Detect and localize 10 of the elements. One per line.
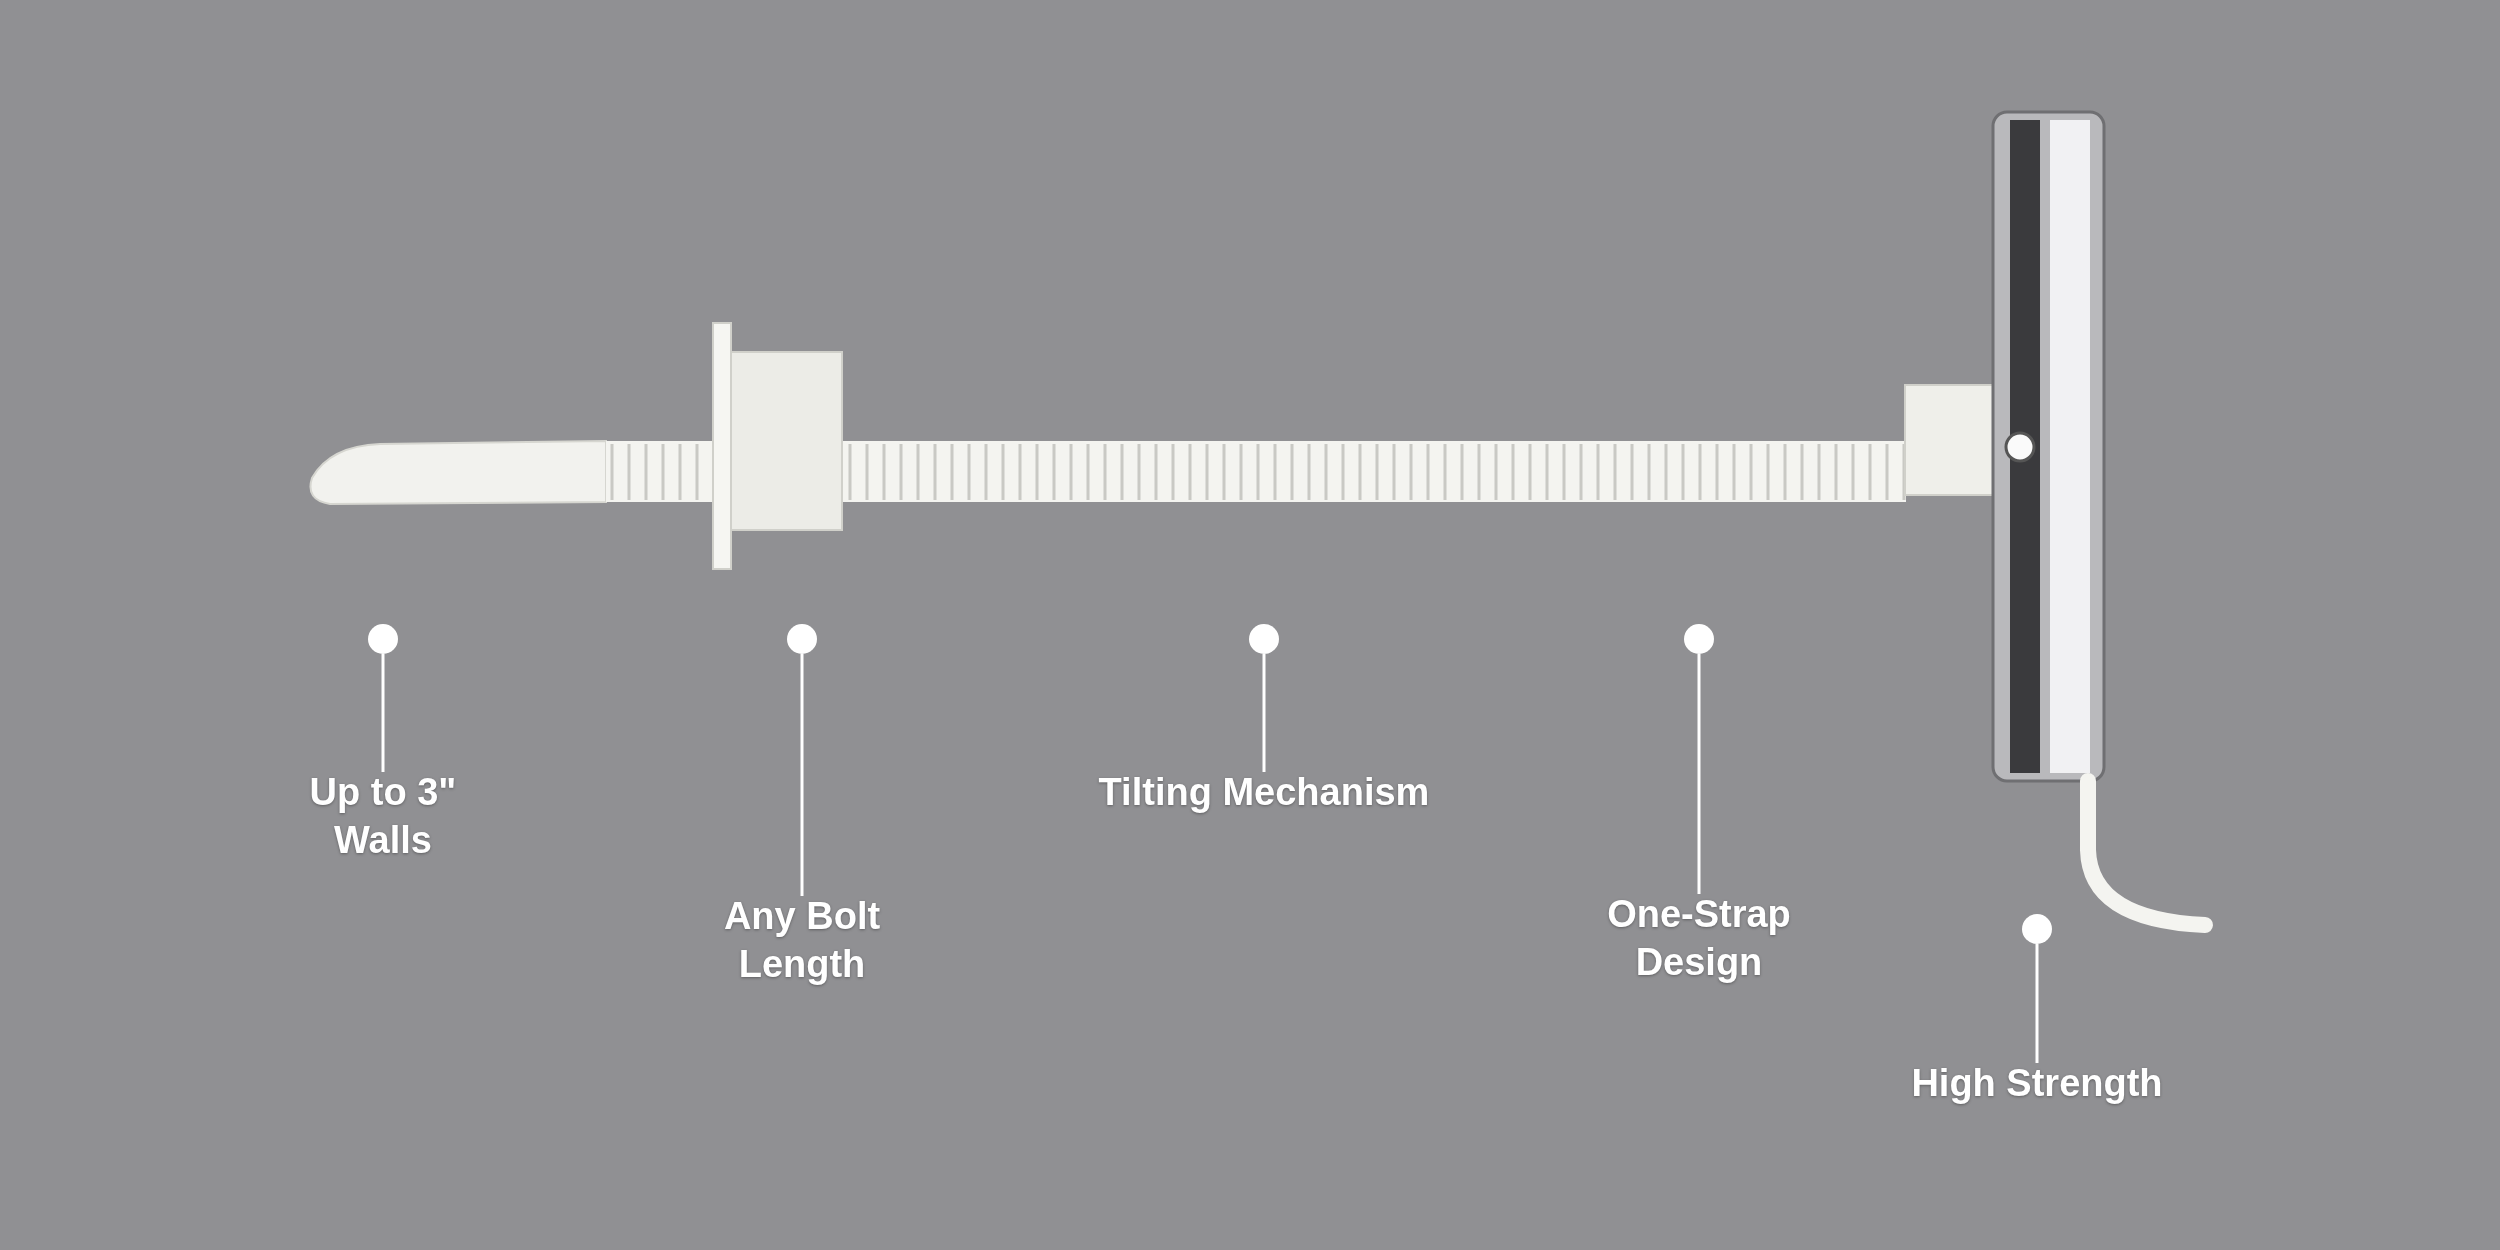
callout-label: Tilting Mechanism: [1098, 770, 1430, 815]
leader-line: [381, 654, 385, 772]
callout-label: Any Bolt Length: [722, 894, 882, 987]
callout-label: One-Strap Design: [1606, 892, 1792, 985]
leader-line: [1262, 654, 1266, 772]
leader-line: [800, 654, 804, 896]
callout-label: High Strength: [1911, 1061, 2163, 1106]
leader-line: [2035, 944, 2039, 1063]
callout-label: Up to 3" Walls: [308, 770, 458, 863]
leader-line: [1697, 654, 1701, 894]
